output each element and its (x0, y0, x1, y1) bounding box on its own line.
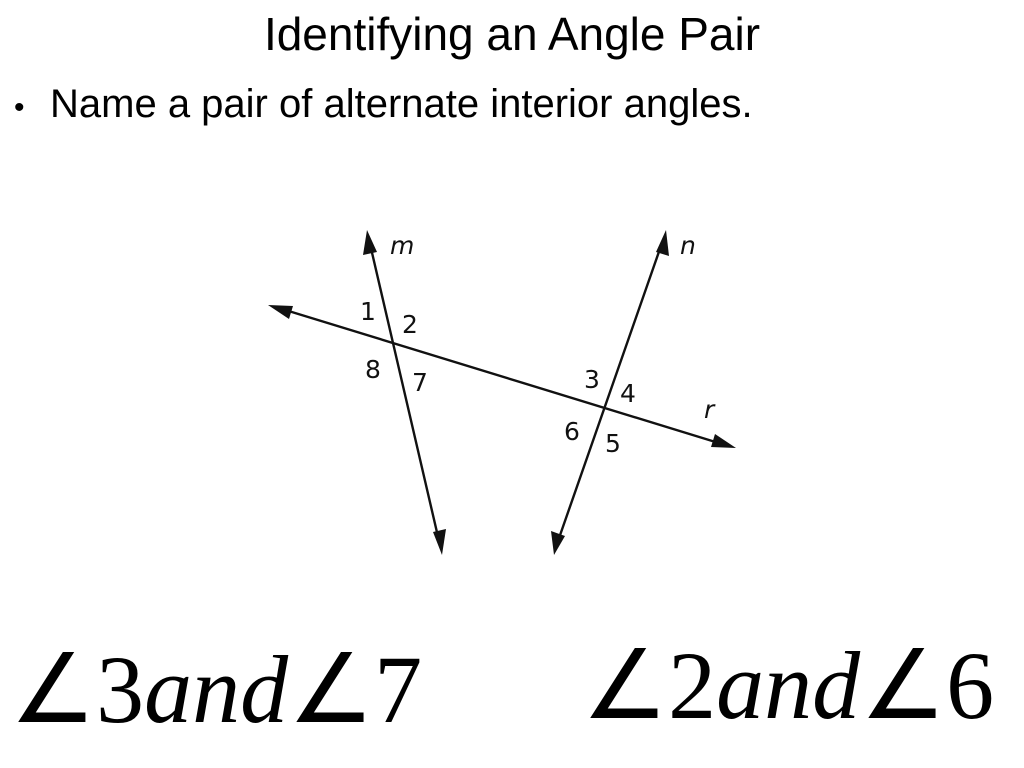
line-n (556, 241, 664, 543)
arrowhead-r-right (711, 434, 736, 448)
arrowhead-n-bottom (551, 531, 565, 555)
answer-angle-pair-2: ∠2and∠6 (582, 636, 994, 736)
answer-connector: and (716, 632, 861, 739)
label-line-n: n (680, 231, 696, 260)
angle-symbol: ∠ (288, 636, 375, 743)
angle-label-1: 1 (360, 297, 376, 326)
answer-angle-b: 6 (946, 632, 995, 739)
bullet-text: Name a pair of alternate interior angles… (50, 82, 753, 126)
answer-angle-a: 3 (96, 636, 145, 743)
angle-label-7: 7 (412, 368, 428, 397)
line-m (368, 242, 441, 543)
bullet-item: • Name a pair of alternate interior angl… (14, 76, 753, 136)
label-line-m: m (390, 231, 414, 260)
angle-label-4: 4 (620, 379, 636, 408)
arrowhead-m-top (363, 230, 377, 255)
label-line-r: r (704, 395, 716, 424)
arrowhead-m-bottom (433, 529, 446, 555)
arrowhead-n-top (656, 230, 669, 256)
angle-symbol: ∠ (582, 632, 669, 739)
angle-label-5: 5 (605, 429, 621, 458)
answer-angle-a: 2 (668, 632, 717, 739)
answer-angle-b: 7 (374, 636, 423, 743)
bullet-icon: • (14, 91, 25, 124)
angle-label-8: 8 (365, 355, 381, 384)
bullet-list: • Name a pair of alternate interior angl… (14, 76, 753, 136)
answer-angle-pair-1: ∠3and∠7 (10, 640, 422, 740)
line-r (280, 307, 724, 446)
angle-label-3: 3 (584, 365, 600, 394)
angle-label-6: 6 (564, 417, 580, 446)
slide-title: Identifying an Angle Pair (263, 8, 761, 60)
arrowhead-r-left (268, 305, 293, 319)
angle-symbol: ∠ (10, 636, 97, 743)
angle-symbol: ∠ (860, 632, 947, 739)
angle-label-2: 2 (402, 310, 418, 339)
answer-connector: and (144, 636, 289, 743)
